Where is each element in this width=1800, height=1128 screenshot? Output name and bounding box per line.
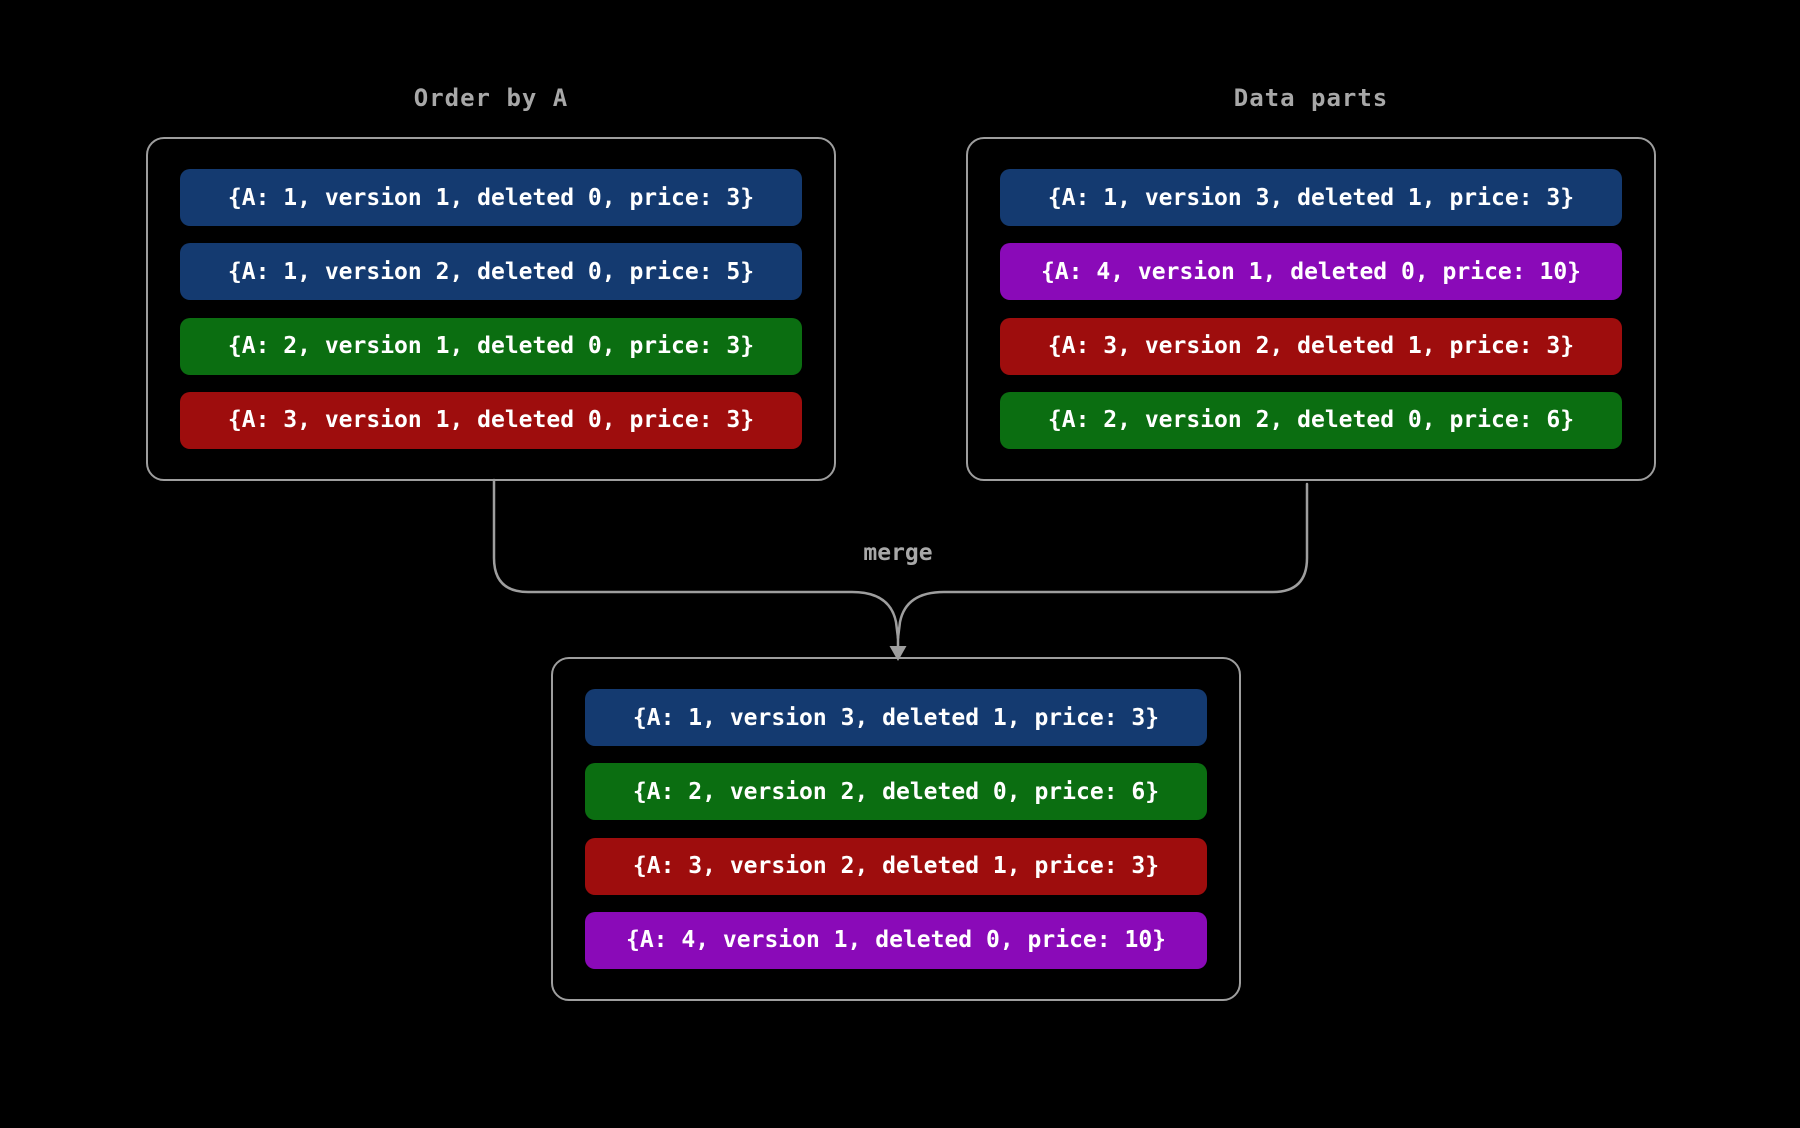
connector-right-path (896, 482, 1309, 640)
data-part-row: {A: 2, version 2, deleted 0, price: 6} (585, 763, 1207, 821)
data-part-row: {A: 2, version 2, deleted 0, price: 6} (1000, 391, 1622, 449)
data-part-row: {A: 3, version 2, deleted 1, price: 3} (1000, 317, 1622, 375)
merged-result-box: {A: 1, version 3, deleted 1, price: 3} {… (551, 657, 1241, 1001)
data-part-row: {A: 4, version 1, deleted 0, price: 10} (1000, 243, 1622, 301)
data-part-row: {A: 1, version 3, deleted 1, price: 3} (585, 689, 1207, 746)
order-by-a-box: {A: 1, version 1, deleted 0, price: 3} {… (146, 137, 836, 481)
data-part-row: {A: 3, version 1, deleted 0, price: 3} (180, 391, 802, 449)
connector-left-path (492, 478, 900, 640)
order-by-a-title: Order by A (413, 84, 569, 112)
data-part-row: {A: 1, version 3, deleted 1, price: 3} (1000, 169, 1622, 226)
data-parts-box: {A: 1, version 3, deleted 1, price: 3} {… (966, 137, 1656, 481)
data-part-row: {A: 1, version 2, deleted 0, price: 5} (180, 243, 802, 301)
data-part-row: {A: 1, version 1, deleted 0, price: 3} (180, 169, 802, 226)
data-part-row: {A: 2, version 1, deleted 0, price: 3} (180, 317, 802, 375)
data-parts-title: Data parts (1233, 84, 1389, 112)
data-part-row: {A: 3, version 2, deleted 1, price: 3} (585, 837, 1207, 895)
data-part-row: {A: 4, version 1, deleted 0, price: 10} (585, 911, 1207, 969)
merge-arrowhead-icon (889, 646, 907, 661)
merge-label: merge (863, 540, 933, 566)
